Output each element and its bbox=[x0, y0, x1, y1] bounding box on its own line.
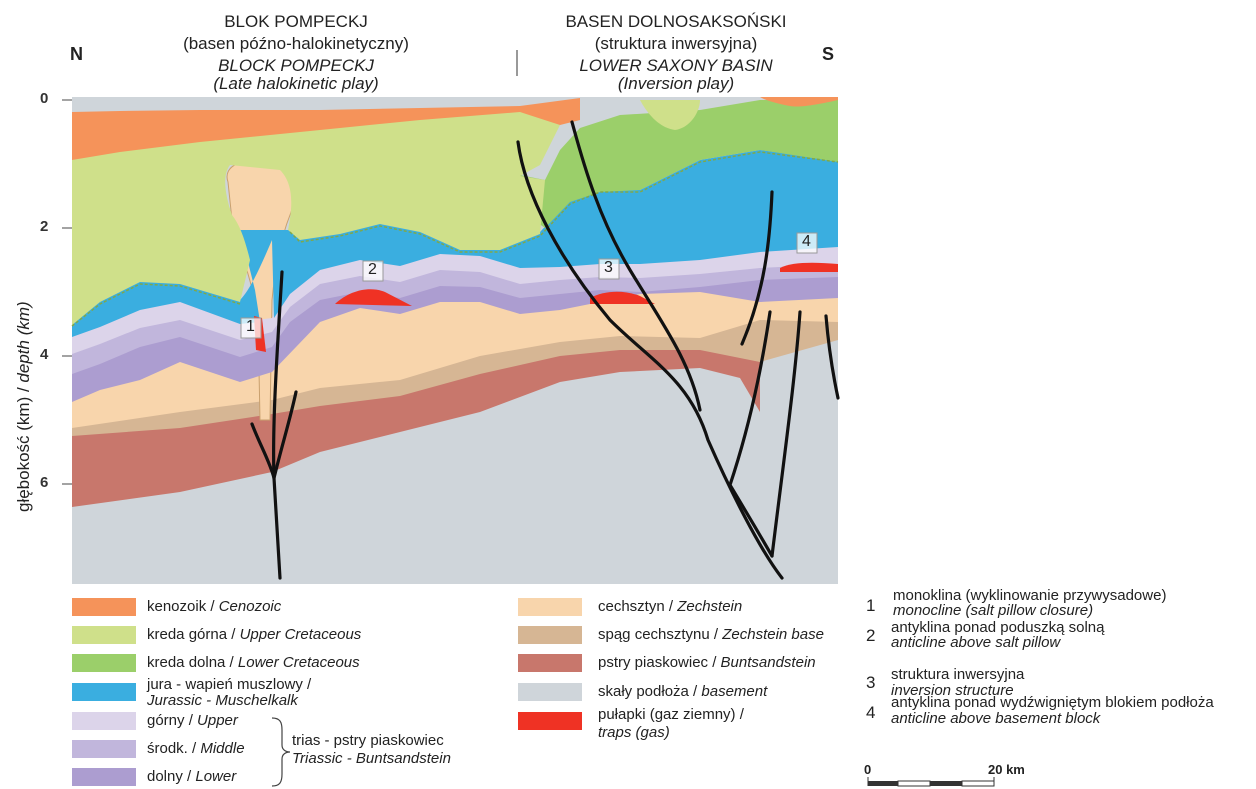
y-tick-2: 2 bbox=[40, 218, 49, 235]
note-3-pl: struktura inwersyjna bbox=[891, 666, 1025, 683]
right-subtitle-en: (Inversion play) bbox=[617, 74, 735, 93]
y-tick-0: 0 bbox=[40, 90, 49, 107]
y-tick-6: 6 bbox=[40, 474, 49, 491]
note-4-number: 4 bbox=[866, 703, 876, 722]
note-2-number: 2 bbox=[866, 626, 876, 645]
fault-diapir-left bbox=[250, 422, 276, 480]
legend-swatch-zechstein bbox=[518, 598, 582, 616]
fault-basement-b bbox=[770, 310, 802, 558]
legend-item-traps-en: traps (gas) bbox=[598, 724, 670, 741]
legend-swatch-upper-cretaceous bbox=[72, 626, 136, 644]
layer-basement bbox=[72, 330, 838, 584]
note-3-en: inversion structure bbox=[891, 682, 1014, 699]
legend-item-zechstein: cechsztyn / Zechstein bbox=[598, 598, 743, 615]
marker-4: 4 bbox=[802, 233, 811, 250]
legend-swatch-cenozoic bbox=[72, 598, 136, 616]
legend-swatch-trias-upper bbox=[72, 712, 136, 730]
layer-upper-cretaceous bbox=[72, 110, 560, 325]
legend-item-basement: skały podłoża / basement bbox=[598, 683, 768, 700]
marker-2: 2 bbox=[368, 261, 377, 278]
fault-lsb-1 bbox=[516, 140, 784, 580]
legend-swatch-trias-lower bbox=[72, 768, 136, 786]
y-tick-4: 4 bbox=[40, 346, 49, 363]
legend-item-cenozoic: kenozoik / Cenozoic bbox=[147, 598, 282, 615]
legend-swatch-basement bbox=[518, 683, 582, 701]
note-1-number: 1 bbox=[866, 596, 876, 615]
legend-swatch-lower-cretaceous bbox=[72, 654, 136, 672]
trias-brace bbox=[271, 717, 291, 787]
layer-cenozoic bbox=[72, 98, 580, 160]
layer-buntsandstein bbox=[72, 346, 760, 507]
legend-item-upper-cretaceous: kreda górna / Upper Cretaceous bbox=[147, 626, 362, 643]
marker-1: 1 bbox=[246, 318, 255, 335]
north-label: N bbox=[70, 44, 83, 64]
legend-item-lower-cretaceous: kreda dolna / Lower Cretaceous bbox=[147, 654, 360, 671]
south-label: S bbox=[822, 44, 835, 64]
note-4-en: anticline above basement block bbox=[891, 710, 1101, 727]
scale-bar bbox=[867, 777, 995, 787]
legend-item-trias-middle: środk. / Middle bbox=[147, 740, 245, 757]
legend-item-zechstein-base: spąg cechsztynu / Zechstein base bbox=[598, 626, 824, 643]
note-2-en: anticline above salt pillow bbox=[891, 634, 1061, 651]
faults bbox=[250, 120, 840, 580]
note-1-pl: monoklina (wyklinowanie przywysadowe) bbox=[893, 587, 1167, 604]
note-1-en: monocline (salt pillow closure) bbox=[893, 602, 1094, 619]
legend-trias-group-pl: trias - pstry piaskowiec bbox=[292, 732, 444, 749]
scale-max: 20 km bbox=[988, 762, 1025, 777]
layer-trias-upper bbox=[72, 245, 838, 354]
trap-3 bbox=[590, 291, 655, 304]
layer-upper-cretaceous-lsb bbox=[640, 100, 700, 130]
right-title-pl: BASEN DOLNOSAKSOŃSKI bbox=[565, 12, 787, 31]
layer-lower-cretaceous bbox=[520, 100, 838, 228]
note-2-pl: antyklina ponad poduszką solną bbox=[891, 619, 1105, 636]
fault-diapir bbox=[272, 270, 284, 580]
fault-lsb-3 bbox=[740, 190, 774, 346]
right-title-en: LOWER SAXONY BASIN bbox=[579, 56, 773, 75]
trap-4 bbox=[780, 262, 838, 272]
scale-zero: 0 bbox=[864, 762, 872, 777]
legend-item-buntsandstein: pstry piaskowiec / Buntsandstein bbox=[598, 654, 816, 671]
legend-swatch-buntsandstein bbox=[518, 654, 582, 672]
legend-trias-group-en: Triassic - Buntsandstein bbox=[292, 750, 451, 767]
note-4-pl: antyklina ponad wydźwigniętym blokiem po… bbox=[891, 694, 1214, 711]
fault-diapir-right bbox=[272, 390, 298, 480]
layer-cenozoic-patch bbox=[760, 97, 838, 107]
marker-3: 3 bbox=[604, 259, 613, 276]
legend-swatch-traps bbox=[518, 712, 582, 730]
legend-item-trias-upper: górny / Upper bbox=[147, 712, 238, 729]
trap-2 bbox=[335, 289, 412, 306]
fault-lsb-2 bbox=[570, 120, 702, 412]
note-3-number: 3 bbox=[866, 673, 876, 692]
legend-swatch-trias-middle bbox=[72, 740, 136, 758]
fault-basement-c bbox=[824, 314, 840, 400]
legend-swatch-jurassic bbox=[72, 683, 136, 701]
left-title-en: BLOCK POMPECKJ bbox=[218, 56, 374, 75]
unconformity-line bbox=[71, 151, 839, 327]
legend-item-traps-pl: pułapki (gaz ziemny) / bbox=[598, 706, 744, 723]
y-axis bbox=[62, 99, 72, 485]
y-axis-label: głębokość (km) / depth (km) bbox=[14, 301, 33, 512]
right-subtitle-pl: (struktura inwersyjna) bbox=[594, 34, 758, 53]
marker-boxes bbox=[240, 232, 818, 339]
layer-jurassic bbox=[72, 150, 838, 337]
left-title-pl: BLOK POMPECKJ bbox=[224, 12, 368, 31]
left-subtitle-pl: (basen późno-halokinetyczny) bbox=[183, 34, 409, 53]
legend-item-jurassic-pl: jura - wapień muszlowy / bbox=[147, 676, 312, 693]
legend-swatch-zechstein-base bbox=[518, 626, 582, 644]
layer-trias-lower bbox=[72, 275, 838, 402]
legend-item-jurassic-en: Jurassic - Muschelkalk bbox=[147, 692, 298, 709]
fault-basement-a bbox=[728, 310, 774, 558]
legend-item-trias-lower: dolny / Lower bbox=[147, 768, 237, 785]
left-subtitle-en: (Late halokinetic play) bbox=[213, 74, 379, 93]
